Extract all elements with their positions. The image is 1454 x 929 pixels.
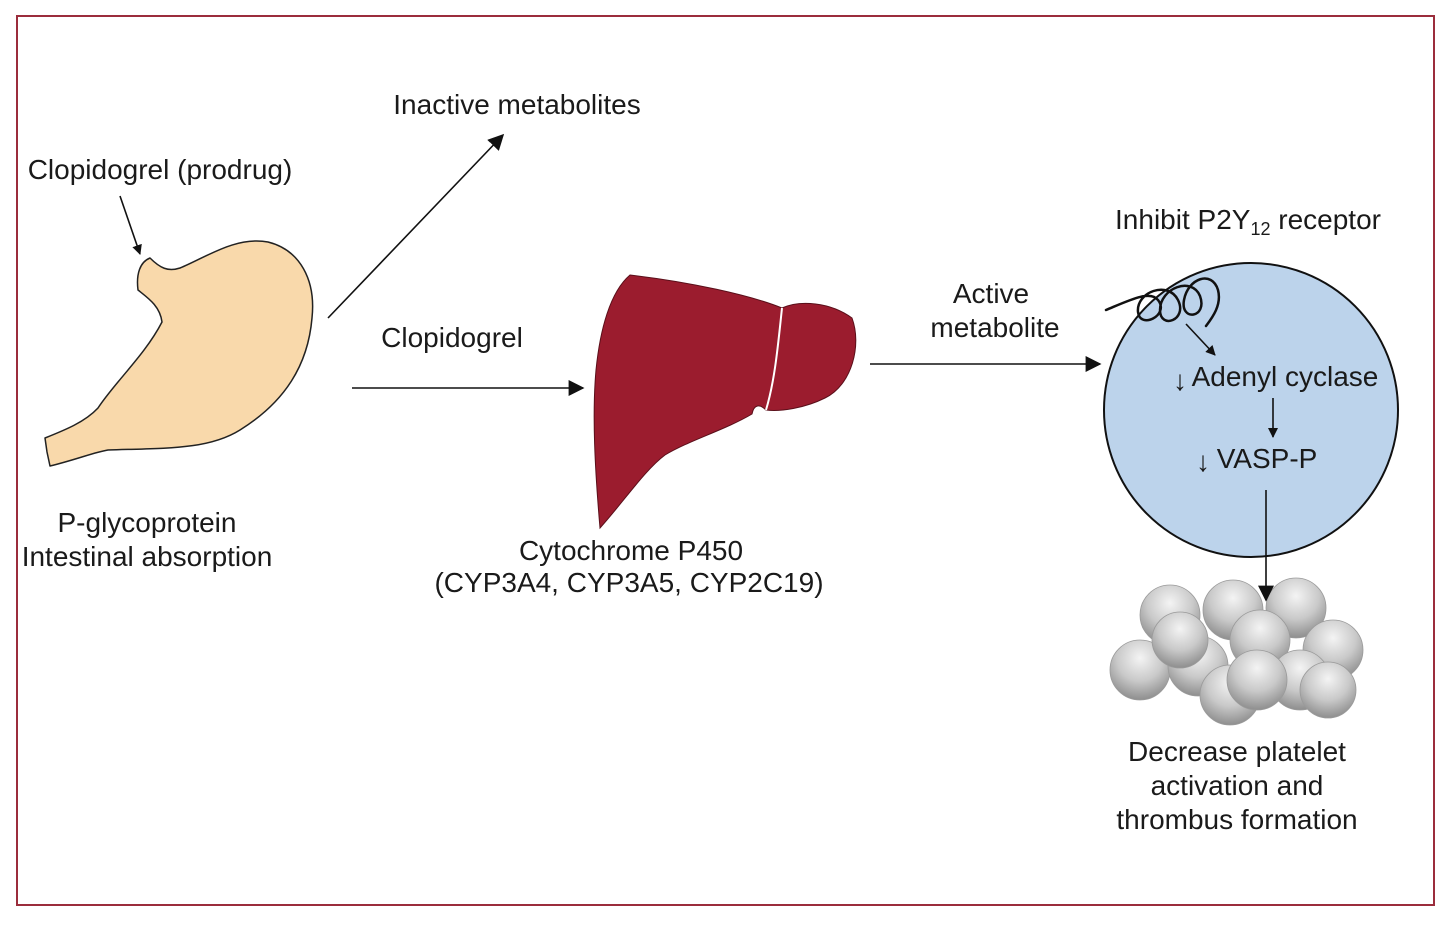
active-metabolite-label-line1: Active [953,278,1029,309]
prodrug-pointer-arrow [119,195,142,255]
pgp-label-line1: P-glycoprotein [58,507,237,538]
receptor-label: Inhibit P2Y12 receptor [1115,204,1381,239]
vasp-down-arrow: ↓ [1196,446,1210,477]
prodrug-label: Clopidogrel (prodrug) [28,154,293,185]
clopidogrel-label: Clopidogrel [381,322,523,353]
receptor-label-prefix: Inhibit P2Y [1115,204,1251,235]
outcome-label-line1: Decrease platelet [1128,736,1346,767]
inactive-metabolites-label: Inactive metabolites [393,89,640,120]
outcome-label-line3: thrombus formation [1116,804,1357,835]
stomach-icon [44,240,314,467]
platelet-sphere [1151,611,1209,669]
platelet-cluster-icon [1109,577,1364,726]
inactive-metabolites-arrow [327,133,505,319]
receptor-coil-icon [1104,277,1221,328]
cyp-label-line1: Cytochrome P450 [519,535,743,566]
platelet-sphere [1226,649,1288,711]
active-metabolite-label-line2: metabolite [930,312,1059,343]
diagram-frame [16,15,1435,906]
cyp-label-line2: (CYP3A4, CYP3A5, CYP2C19) [434,567,823,598]
cyclase-down-arrow: ↓ [1173,365,1187,396]
adenyl-cyclase-label: Adenyl cyclase [1192,361,1379,392]
receptor-label-subscript: 12 [1250,219,1270,239]
pgp-label-line2: Intestinal absorption [22,541,273,572]
cell-icon [1103,262,1399,558]
outcome-label-line2: activation and [1151,770,1324,801]
liver-icon [593,274,857,530]
receptor-label-suffix: receptor [1270,204,1381,235]
receptor-to-cyclase-arrow [1185,323,1216,356]
vasp-label: VASP-P [1217,443,1318,474]
platelet-sphere [1299,661,1357,719]
